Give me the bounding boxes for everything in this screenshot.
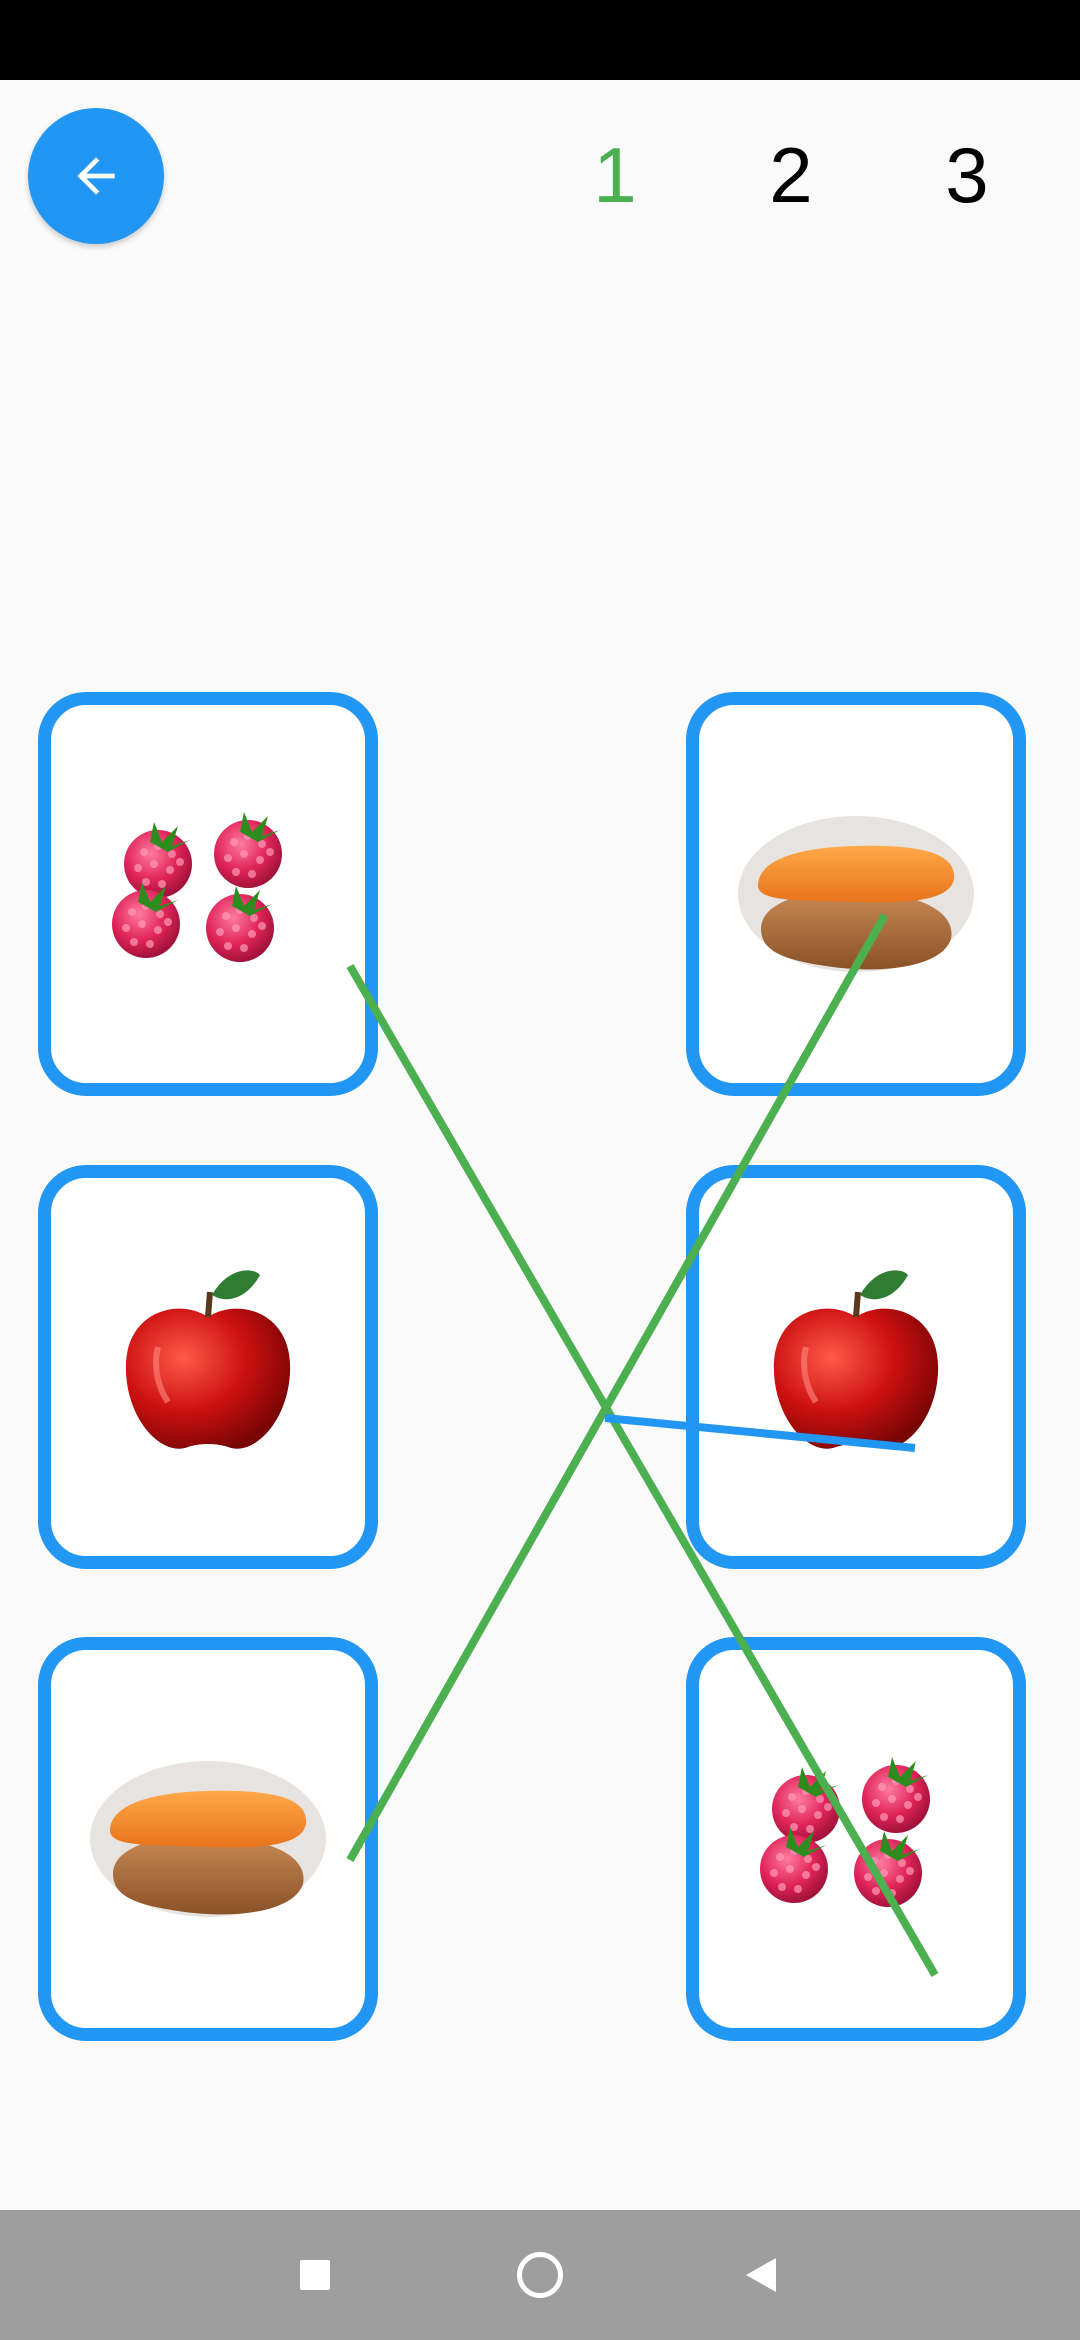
apple-icon <box>746 1257 966 1477</box>
sweet-potato-icon <box>738 816 974 972</box>
home-button[interactable] <box>480 2210 600 2340</box>
raspberries-icon <box>78 764 338 1024</box>
level-1-tab[interactable]: 1 <box>593 131 637 219</box>
right-card-sweet-potato[interactable] <box>686 692 1026 1096</box>
recents-button[interactable] <box>255 2210 375 2340</box>
left-card-sweet-potato[interactable] <box>38 1637 378 2041</box>
level-3-tab[interactable]: 3 <box>945 131 989 219</box>
sweet-potato-icon <box>90 1761 326 1917</box>
left-card-apple[interactable] <box>38 1165 378 1569</box>
system-nav-bar <box>0 2210 1080 2340</box>
level-2-tab[interactable]: 2 <box>769 131 813 219</box>
back-nav-button[interactable] <box>700 2210 820 2340</box>
right-card-raspberries[interactable] <box>686 1637 1026 2041</box>
apple-icon <box>98 1257 318 1477</box>
back-button[interactable] <box>28 108 164 244</box>
status-bar <box>0 0 1080 80</box>
raspberries-icon <box>726 1709 986 1969</box>
square-icon <box>300 2260 330 2290</box>
level-selector: 1 2 3 <box>0 125 1080 225</box>
circle-icon <box>517 2252 563 2298</box>
right-card-apple[interactable] <box>686 1165 1026 1569</box>
arrow-left-icon <box>77 157 115 195</box>
left-card-raspberries[interactable] <box>38 692 378 1096</box>
triangle-back-icon <box>746 2258 776 2292</box>
